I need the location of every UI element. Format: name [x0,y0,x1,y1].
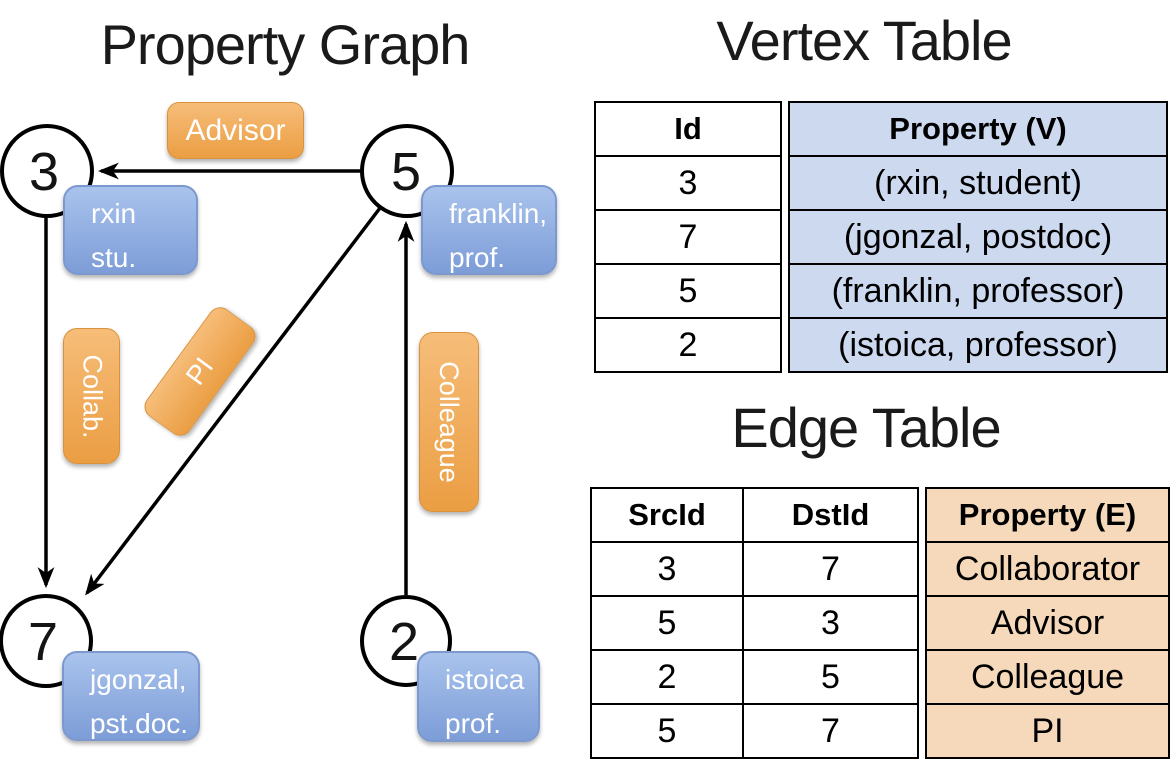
edge-table-cell-dstid: 5 [742,649,919,705]
vertex-property-line: jgonzal, [90,664,187,695]
edge-table-property-column: Property (E) Collaborator Advisor Collea… [925,487,1170,759]
edge-label-pi-text: PI [179,352,220,391]
edge-table-header-property: Property (E) [925,487,1170,543]
node-3-id: 3 [29,142,59,202]
edge-table-cell-property: Collaborator [925,541,1170,597]
edge-table-cell-property: PI [925,703,1170,759]
edge-label-collab-text: Collab. [77,353,107,439]
vertex-property-box-5: franklin, prof. [421,185,557,275]
vertex-property-box-7: jgonzal, pst.doc. [62,651,200,741]
edge-table-cell-srcid: 5 [590,595,744,651]
edge-table-cell-property: Colleague [925,649,1170,705]
edge-label-colleague: Colleague [419,332,479,512]
edge-label-advisor: Advisor [167,102,304,159]
edge-label-collab: Collab. [63,328,120,464]
edge-table-header-dstid: DstId [742,487,919,543]
edge-label-colleague-text: Colleague [434,361,465,483]
vertex-table-property-column: Property (V) (rxin, student) (jgonzal, p… [788,101,1168,373]
edge-table-id-columns: SrcId DstId 3 7 5 3 2 5 5 7 [590,487,919,759]
edge-table-title: Edge Table [731,396,1001,459]
property-graph-title: Property Graph [100,13,471,76]
vertex-table-header-property: Property (V) [788,101,1168,157]
vertex-property-line: stu. [91,242,137,273]
vertex-property-line: istoica [445,664,525,695]
vertex-table: Id 3 7 5 2 Property (V) (rxin, student) … [594,101,1168,373]
edge-table-cell-dstid: 7 [742,703,919,759]
vertex-table-cell-id: 7 [594,209,782,265]
node-2-id: 2 [389,612,419,672]
vertex-property-line: prof. [449,242,506,273]
edge-table-cell-dstid: 7 [742,541,919,597]
edge-table-cell-dstid: 3 [742,595,919,651]
edge-table-cell-property: Advisor [925,595,1170,651]
node-5-id: 5 [391,142,421,202]
vertex-property-line: rxin [91,198,137,229]
vertex-table-cell-property: (rxin, student) [788,155,1168,211]
vertex-table-title: Vertex Table [716,9,1012,72]
edge-table-cell-srcid: 3 [590,541,744,597]
vertex-table-cell-property: (franklin, professor) [788,263,1168,319]
edge-pi-5-to-7 [85,206,382,596]
vertex-property-line: prof. [445,708,502,739]
edge-label-advisor-text: Advisor [185,113,286,147]
vertex-table-cell-id: 5 [594,263,782,319]
vertex-table-header-id: Id [594,101,782,157]
vertex-table-cell-id: 2 [594,317,782,373]
vertex-property-box-3: rxin stu. [63,185,198,275]
node-7-id: 7 [28,612,58,672]
vertex-property-line: franklin, [449,198,548,229]
edge-table: SrcId DstId 3 7 5 3 2 5 5 7 Property (E)… [590,487,1170,759]
vertex-property-box-2: istoica prof. [417,651,540,742]
edge-table-cell-srcid: 5 [590,703,744,759]
vertex-table-cell-id: 3 [594,155,782,211]
vertex-table-cell-property: (jgonzal, postdoc) [788,209,1168,265]
vertex-table-cell-property: (istoica, professor) [788,317,1168,373]
vertex-table-id-column: Id 3 7 5 2 [594,101,782,373]
vertex-property-line: pst.doc. [90,708,189,739]
edge-table-header-srcid: SrcId [590,487,744,543]
edge-table-cell-srcid: 2 [590,649,744,705]
